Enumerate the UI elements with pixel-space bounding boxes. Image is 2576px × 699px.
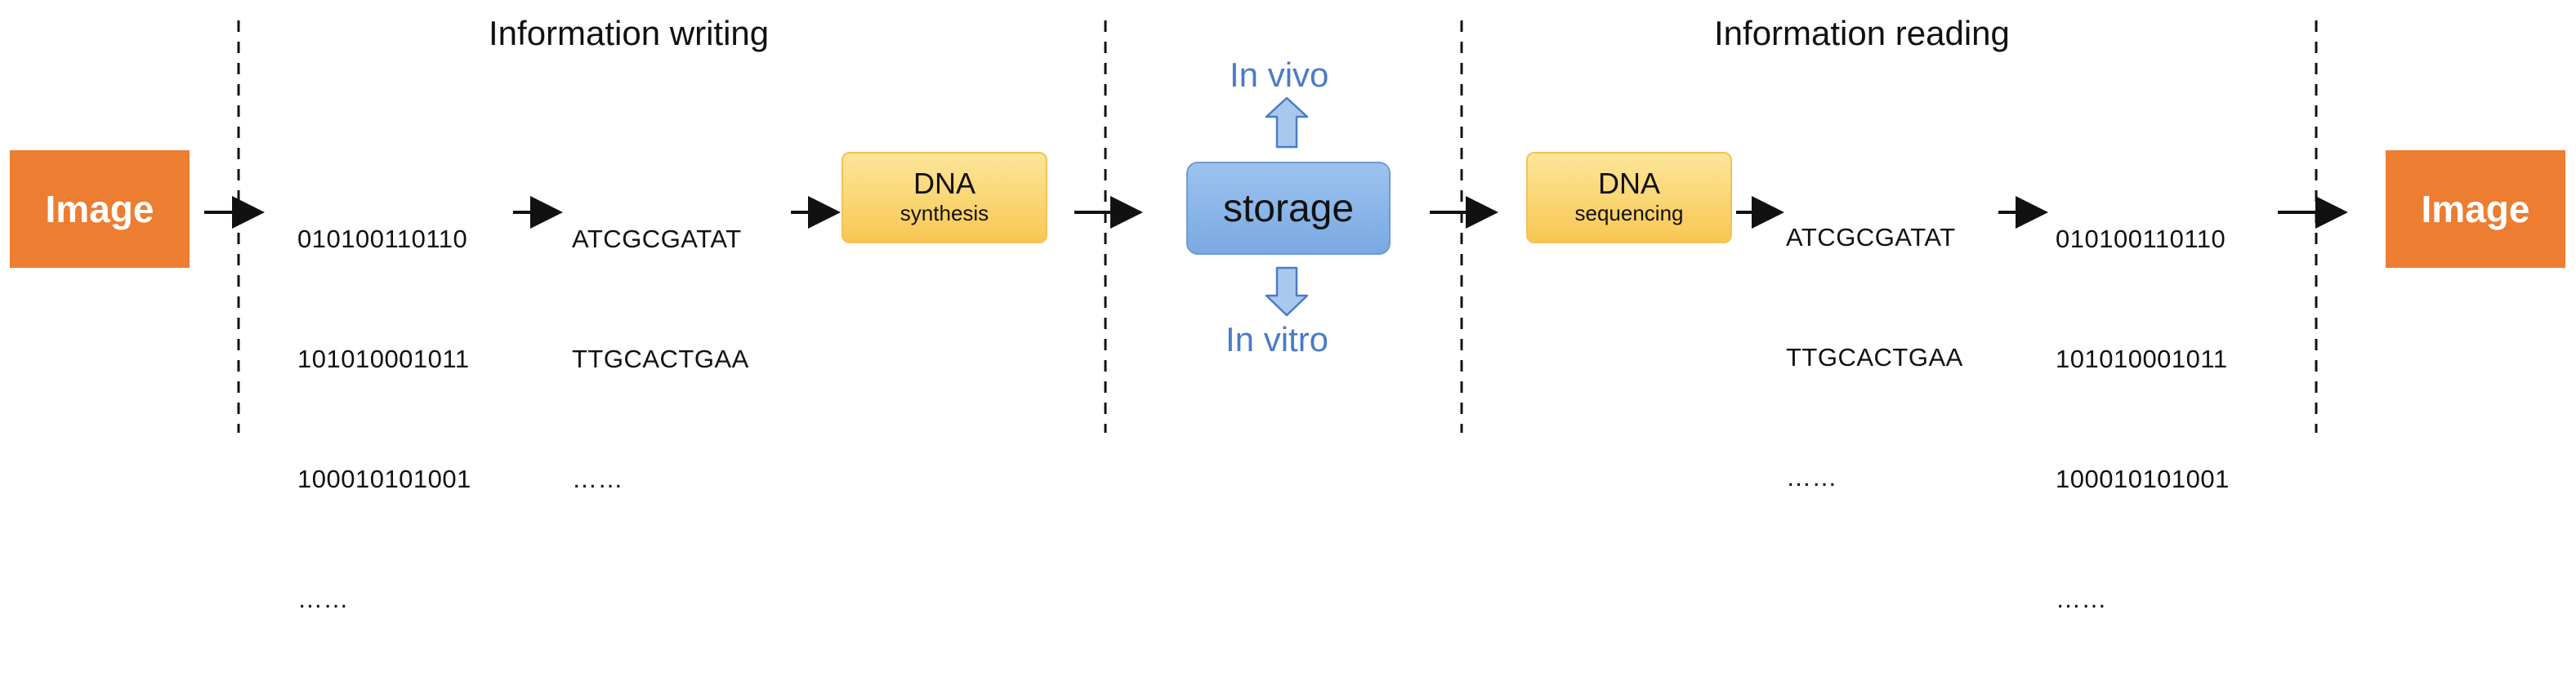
dna-sequencing-sub-label: sequencing — [1574, 200, 1684, 225]
information-writing-title: Information writing — [489, 14, 770, 52]
down-block-arrow — [1265, 266, 1309, 317]
separator-lines — [204, 20, 2348, 433]
binary-input-block: 010100110110 101010001011 100010101001 …… — [297, 139, 471, 699]
dna-sequencing-box: DNA sequencing — [1526, 152, 1732, 243]
input-image-label: Image — [45, 188, 154, 230]
in-vivo-label: In vivo — [1230, 56, 1329, 94]
binary-input-line: 101010001011 — [297, 345, 470, 373]
dna-storage-diagram: Information writing Information reading … — [10, 14, 2565, 613]
binary-output-line: 101010001011 — [2056, 345, 2228, 373]
dna-sequencing-main-label: DNA — [1597, 167, 1660, 201]
binary-output-block: 010100110110 101010001011 100010101001 …… — [2056, 139, 2230, 699]
storage-label: storage — [1222, 186, 1355, 230]
dna-sequence-input-block: ATCGCGATAT TTGCACTGAA …… — [572, 139, 749, 579]
storage-box: storage — [1186, 162, 1391, 255]
input-image-box: Image — [10, 150, 190, 268]
in-vitro-label: In vitro — [1225, 320, 1329, 358]
dna-sequence-output-line: ATCGCGATAT — [1786, 223, 1956, 252]
dna-sequence-input-line: TTGCACTGAA — [572, 345, 749, 373]
binary-input-line: 100010101001 — [297, 465, 471, 493]
dna-sequence-output-line: TTGCACTGAA — [1786, 343, 1963, 372]
output-image-box: Image — [2386, 150, 2565, 268]
dna-sequence-output-block: ATCGCGATAT TTGCACTGAA …… — [1786, 137, 1963, 577]
binary-output-line: 100010101001 — [2056, 465, 2230, 493]
binary-input-line: 010100110110 — [297, 225, 468, 253]
up-block-arrow — [1265, 96, 1309, 149]
dna-sequence-input-line: …… — [572, 465, 623, 493]
output-image-label: Image — [2421, 188, 2530, 230]
information-reading-title: Information reading — [1714, 14, 2010, 52]
dna-synthesis-main-label: DNA — [913, 167, 975, 201]
dna-sequence-input-line: ATCGCGATAT — [572, 225, 742, 253]
dna-sequence-output-line: …… — [1786, 463, 1837, 492]
binary-input-line: …… — [297, 585, 349, 613]
dna-synthesis-sub-label: synthesis — [900, 200, 989, 225]
dna-synthesis-box: DNA synthesis — [842, 152, 1047, 243]
binary-output-line: …… — [2056, 585, 2107, 613]
binary-output-line: 010100110110 — [2056, 225, 2226, 253]
